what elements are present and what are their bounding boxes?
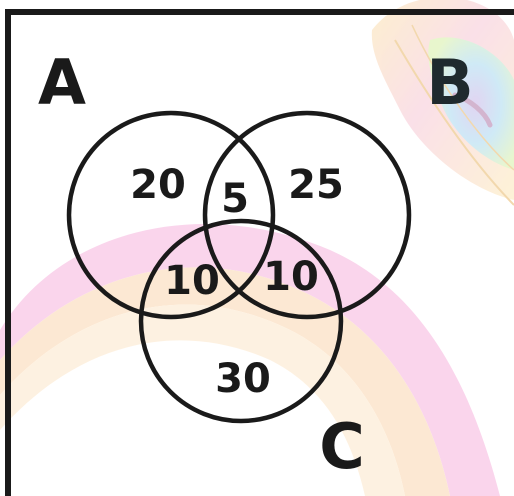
region-b-and-c-value: 10 xyxy=(263,254,319,300)
region-a-only-value: 20 xyxy=(130,162,186,208)
region-a-and-b-value: 5 xyxy=(221,176,249,222)
region-a-and-c-value: 10 xyxy=(164,258,220,304)
set-label-a: A xyxy=(38,46,86,119)
universal-set-frame xyxy=(5,9,514,496)
circle-b xyxy=(202,110,412,320)
set-label-c: C xyxy=(319,410,365,483)
set-label-b: B xyxy=(426,46,473,119)
region-c-only-value: 30 xyxy=(215,356,271,402)
region-b-only-value: 25 xyxy=(288,162,344,208)
circle-c xyxy=(138,218,344,424)
circle-a xyxy=(66,110,276,320)
